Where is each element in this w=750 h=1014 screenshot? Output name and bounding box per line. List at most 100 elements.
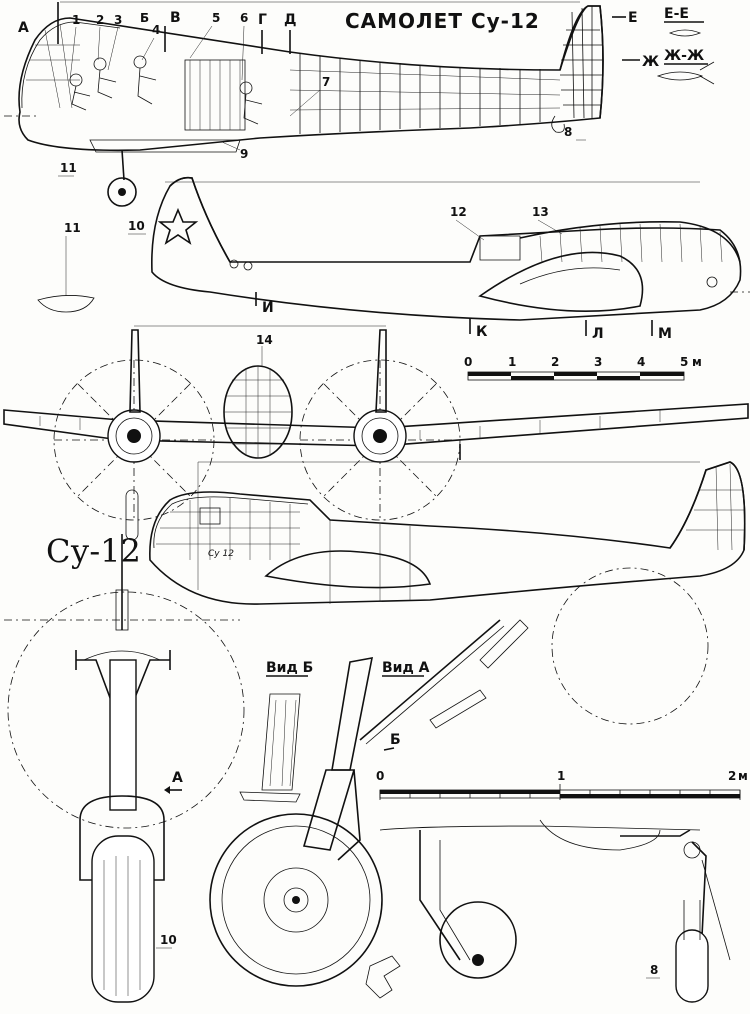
cutaway-gear-leg (121, 149, 125, 181)
gear-side-drag-strut (359, 619, 501, 741)
cutaway-fin-spars (571, 6, 593, 119)
cutaway-fuel-bay (184, 59, 246, 131)
cutaway-nose-frames (26, 23, 80, 109)
gear-oleo-strut (109, 659, 137, 811)
gear-side-lower-strut (302, 769, 356, 851)
callout-13: 13 (532, 205, 549, 219)
vid-b-detail (261, 693, 301, 791)
scale-top-tick-1: 1 (508, 355, 516, 369)
ext-fuselage-outline (151, 176, 742, 321)
fuselage-marking: Су 12 (208, 549, 234, 559)
station-i: И (262, 300, 274, 316)
gear-swing-arc (7, 591, 245, 829)
gear-tire-tread (103, 856, 141, 996)
scale-bar-top-seg-5 (640, 372, 684, 376)
gear-side-axle (292, 896, 300, 904)
lower-propeller-disc (551, 567, 709, 725)
scale-bar-bottom: 0 1 2 м (376, 769, 748, 800)
ext-dorsal-turret (479, 235, 521, 261)
gear-side-actuator (479, 619, 529, 669)
cutaway-wheel-hub (118, 188, 126, 196)
tail-wheel-left-brace (439, 840, 471, 961)
cutaway-side-view: А Б В Г Д 1 2 3 4 5 6 7 8 9 10 11 (4, 1, 604, 235)
scale-top-unit: м (692, 355, 702, 369)
scale-bottom-unit: м (738, 769, 748, 783)
gear-side-link (429, 689, 487, 729)
callout-7: 7 (322, 75, 330, 89)
aircraft-designation: Су-12 (46, 532, 141, 570)
gear-side-wheel-tire (209, 813, 383, 987)
right-spinner (373, 429, 387, 443)
external-side-view: И К Л М 12 13 (151, 176, 750, 342)
front-wing (3, 403, 749, 447)
crew-figure-gunner (133, 55, 157, 105)
station-g: Г (258, 12, 267, 28)
right-propeller-disc (299, 359, 461, 521)
ext-canopy-frames (539, 223, 723, 263)
callout-10-gear: 10 (160, 933, 177, 947)
callout-1-leader (69, 26, 77, 81)
left-spinner (127, 429, 141, 443)
scale-top-tick-5: 5 (680, 355, 688, 369)
section-marker-zh: Ж (642, 54, 659, 70)
crew-figure-rear-gunner (239, 81, 263, 125)
tail-wheel-right-tire (675, 929, 709, 1003)
callout-10: 10 (128, 219, 145, 233)
left-fin (129, 329, 141, 413)
scale-bar-top-seg-1 (468, 372, 511, 376)
station-m: М (658, 326, 672, 342)
station-k: К (476, 324, 488, 340)
callout-5: 5 (212, 11, 220, 25)
callout-8: 8 (564, 125, 572, 139)
right-fin (375, 329, 387, 413)
section-label-zh-zh: Ж-Ж (664, 48, 704, 64)
station-b: Б (140, 11, 149, 25)
ext-porthole-2 (243, 261, 253, 271)
view-b-arrow (383, 747, 395, 751)
callout-7-leader (289, 89, 321, 117)
lower-cockpit-window (199, 507, 221, 525)
station-l: Л (592, 326, 604, 342)
gear-side-drag-strut-edge (365, 625, 505, 745)
section-profile-zh-zh (656, 71, 704, 81)
callout-4: 4 (152, 23, 160, 37)
front-view: 14 (3, 325, 749, 541)
scale-bar-top-seg-4 (597, 376, 640, 380)
station-v: В (170, 10, 181, 26)
section-11-profile (37, 295, 95, 313)
station-a: А (18, 20, 29, 36)
scale-bar-top-seg-3 (554, 372, 597, 376)
ext-fin (169, 176, 231, 263)
tail-wheel-fuselage-line (379, 825, 701, 831)
tail-wheel-right-brace (701, 859, 731, 961)
callout-9: 9 (240, 147, 248, 161)
tail-wheel-bay (539, 819, 661, 851)
red-star-insignia (157, 207, 199, 245)
cutaway-nose-glazing (21, 21, 121, 109)
scale-top-tick-4: 4 (637, 355, 645, 369)
cutaway-fin (559, 5, 604, 119)
vid-b-detail-members (269, 699, 297, 787)
gear-side-wheel-hub (283, 887, 309, 913)
vid-b-label: Вид Б (266, 660, 313, 676)
view-b-arrow-label: Б (390, 732, 401, 748)
scale-bottom-tick-0: 0 (376, 769, 384, 783)
lower-fuselage-frames (329, 520, 411, 604)
scale-bar-top: 0 1 2 3 4 5 м (464, 355, 702, 381)
tail-wheel-right-fork (683, 900, 701, 940)
gear-yoke (83, 650, 161, 661)
cutaway-rear-frames (289, 54, 561, 134)
view-a-arrow-label: А (172, 770, 183, 786)
gear-side-wheel-rim (221, 825, 371, 975)
ext-engine-nacelle (478, 251, 644, 312)
callout-13-leader (537, 219, 563, 235)
gear-detail-lug (365, 955, 401, 999)
cutaway-fuel-bay-stiffeners (189, 60, 241, 130)
callout-6: 6 (240, 11, 248, 25)
section-label-e-e: Е-Е (664, 6, 689, 22)
tail-wheel-left-tire (439, 901, 517, 979)
cutaway-main-wheel (107, 177, 137, 207)
tail-wheel-actuator (620, 829, 691, 837)
scale-bar-bottom-ticks (379, 784, 741, 800)
cutaway-ventral-gondola (89, 139, 241, 153)
